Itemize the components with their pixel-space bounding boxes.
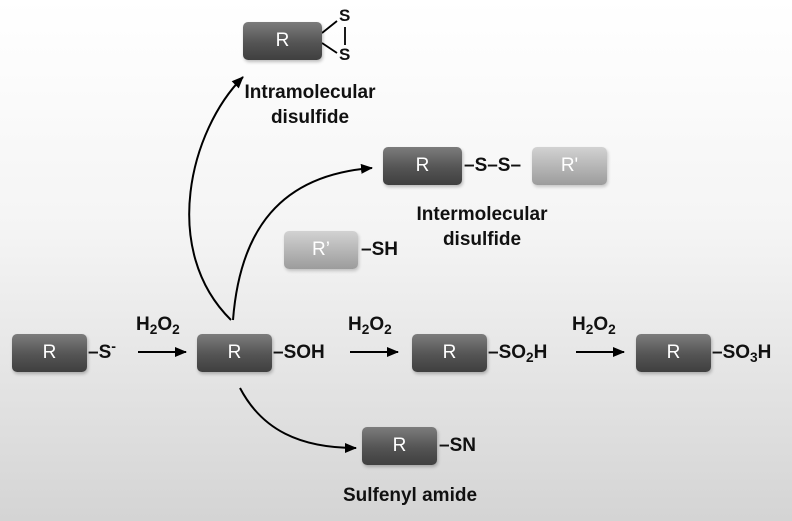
r-prime-box-thiol: R’ bbox=[284, 231, 358, 269]
intra-sulfur-bottom: S bbox=[339, 45, 351, 64]
caption-sulfenyl-amide: Sulfenyl amide bbox=[342, 485, 478, 506]
intra-sulfur-top: S bbox=[339, 6, 351, 25]
thiolate-group: –S- bbox=[88, 338, 116, 364]
r-box-sulfenyl-amide: R bbox=[362, 427, 437, 465]
thiolate-prefix: –S bbox=[88, 342, 112, 363]
oxidant-label-2: H2O2 bbox=[348, 314, 392, 337]
caption-intramolecular-line1: Intramolecular bbox=[244, 82, 376, 103]
caption-intramolecular-disulfide: Intramolecular disulfide bbox=[210, 80, 410, 130]
sulfonic-acid-group: –SO3H bbox=[712, 342, 772, 365]
sulfenic-acid-group: –SOH bbox=[273, 342, 325, 363]
arrow-to-sulfenyl-amide bbox=[239, 387, 357, 453]
oxidant-label-3: H2O2 bbox=[572, 314, 616, 337]
caption-intramolecular-line2: disulfide bbox=[270, 107, 350, 128]
inter-disulfide-link: –S–S– bbox=[464, 155, 522, 176]
sulfinic-acid-group: –SO2H bbox=[488, 342, 548, 365]
intra-bond-lower bbox=[321, 42, 338, 54]
r-box-sulfenic: R bbox=[197, 334, 272, 372]
r-prime-box-intermolecular: R' bbox=[532, 147, 607, 185]
caption-intermolecular-line1: Intermolecular bbox=[416, 204, 548, 225]
r-box-intramolecular: R bbox=[243, 22, 322, 60]
r-box-sulfonic: R bbox=[636, 334, 711, 372]
caption-intermolecular-disulfide: Intermolecular disulfide bbox=[397, 202, 567, 252]
intra-bond-upper bbox=[321, 20, 338, 34]
oxidant-label-1: H2O2 bbox=[136, 314, 180, 337]
caption-intermolecular-line2: disulfide bbox=[442, 229, 522, 250]
sulfenyl-amide-group: –SN bbox=[439, 435, 476, 456]
thiol-group: –SH bbox=[361, 239, 398, 260]
r-box-thiolate: R bbox=[12, 334, 87, 372]
r-box-intermolecular: R bbox=[383, 147, 462, 185]
r-box-sulfinic: R bbox=[412, 334, 487, 372]
thiolate-charge: - bbox=[111, 338, 116, 355]
